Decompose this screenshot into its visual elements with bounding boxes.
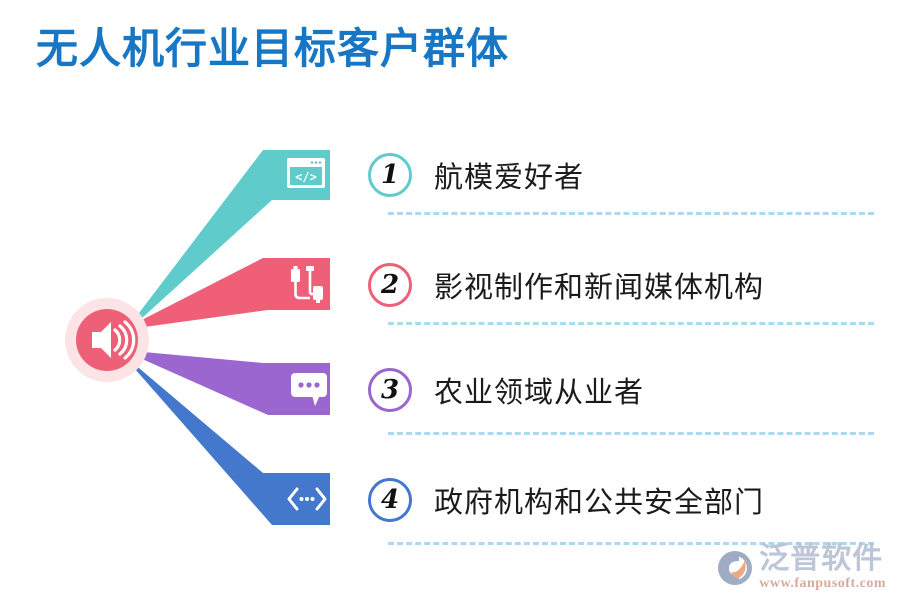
item-number-badge: 1 xyxy=(368,153,412,197)
connector-wedge-3 xyxy=(122,350,330,415)
separator-1 xyxy=(388,212,874,215)
separator-4 xyxy=(388,542,874,545)
item-number-badge: 3 xyxy=(368,368,412,412)
svg-text:</>: </> xyxy=(295,170,317,184)
connector-wedge-2 xyxy=(122,258,330,330)
item-number-badge: 2 xyxy=(368,263,412,307)
item-label: 政府机构和公共安全部门 xyxy=(434,487,765,519)
item-label: 农业领域从业者 xyxy=(434,377,645,409)
item-label: 航模爱好者 xyxy=(434,162,585,194)
speaker-icon xyxy=(92,320,136,360)
chat-bubble-icon xyxy=(291,373,327,406)
separator-3 xyxy=(388,432,874,435)
connector-wedge-1 xyxy=(120,150,330,338)
watermark-url: www.fanpusoft.com xyxy=(759,576,886,591)
watermark-text: 泛普软件 www.fanpusoft.com xyxy=(759,544,886,592)
fanpu-logo-icon xyxy=(718,551,753,585)
usb-cable-icon xyxy=(291,266,323,303)
list-item[interactable]: 1 航模爱好者 xyxy=(368,142,888,208)
connector-wedge-4 xyxy=(120,352,330,525)
watermark-brand: 泛普软件 xyxy=(759,542,884,575)
code-arrows-icon xyxy=(287,487,327,511)
list-item[interactable]: 3 农业领域从业者 xyxy=(368,357,888,423)
item-label: 影视制作和新闻媒体机构 xyxy=(434,272,765,304)
item-number-badge: 4 xyxy=(368,478,412,522)
watermark: 泛普软件 www.fanpusoft.com xyxy=(715,544,886,592)
list-item[interactable]: 4 政府机构和公共安全部门 xyxy=(368,467,888,533)
page-title: 无人机行业目标客户群体 xyxy=(36,27,510,73)
code-window-icon: </> xyxy=(287,158,325,188)
list-item[interactable]: 2 影视制作和新闻媒体机构 xyxy=(368,252,888,318)
separator-2 xyxy=(388,322,874,325)
